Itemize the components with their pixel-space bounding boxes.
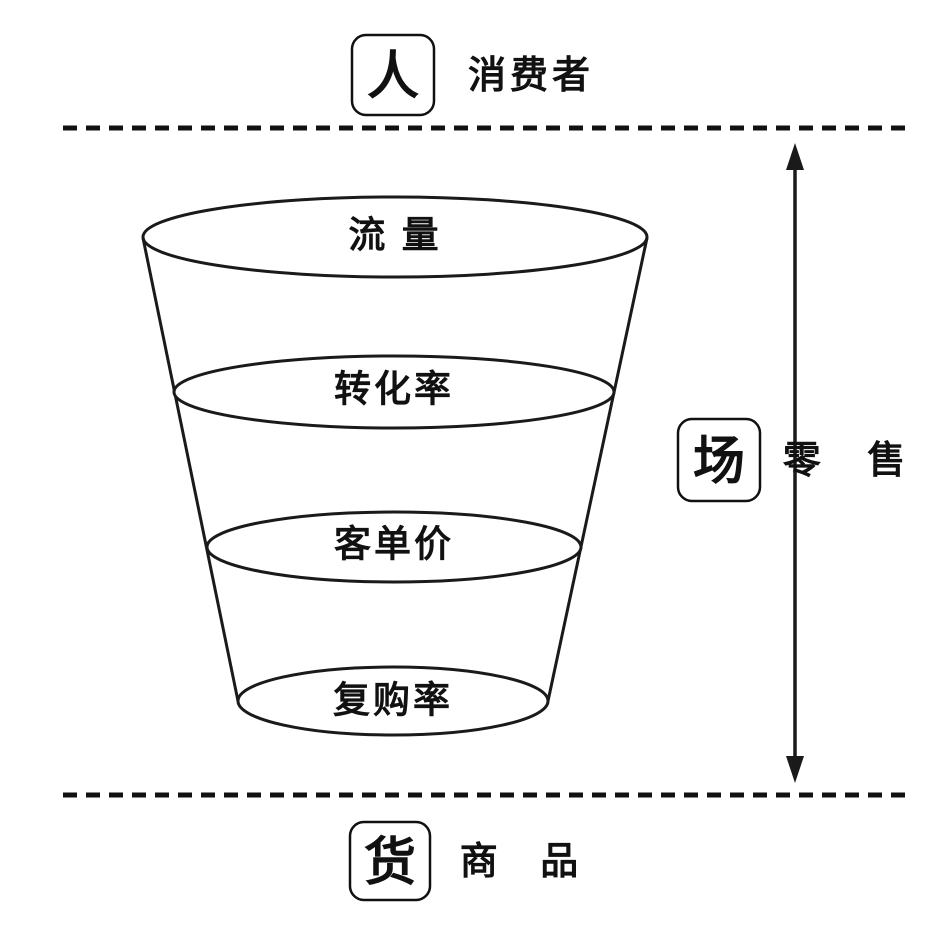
person-box-label: 人 — [367, 48, 419, 106]
person-box — [350, 33, 436, 117]
funnel-level-conversion: 转化率 — [334, 369, 454, 410]
funnel-right-side — [546, 237, 649, 702]
funnel-level-repurchase: 复购率 — [333, 680, 453, 721]
funnel-level-order-value: 客单价 — [334, 524, 454, 565]
funnel-level2-ellipse — [172, 354, 616, 430]
span-arrow-head-down — [786, 756, 804, 783]
goods-box-label: 货 — [364, 834, 416, 892]
funnel-bottom-ellipse — [236, 665, 550, 737]
place-box-label: 场 — [693, 433, 745, 491]
funnel-left-side — [141, 237, 240, 702]
goods-box — [348, 820, 432, 902]
funnel-level3-ellipse — [205, 510, 583, 584]
place-box — [676, 417, 762, 503]
funnel-top-ellipse — [141, 195, 649, 279]
merchandise-label: 商 品 — [460, 841, 595, 883]
funnel-level-traffic: 流 量 — [348, 215, 441, 256]
consumer-label: 消费者 — [468, 55, 594, 97]
retail-label: 零 售 — [783, 440, 924, 482]
span-arrow-head-up — [786, 143, 804, 170]
